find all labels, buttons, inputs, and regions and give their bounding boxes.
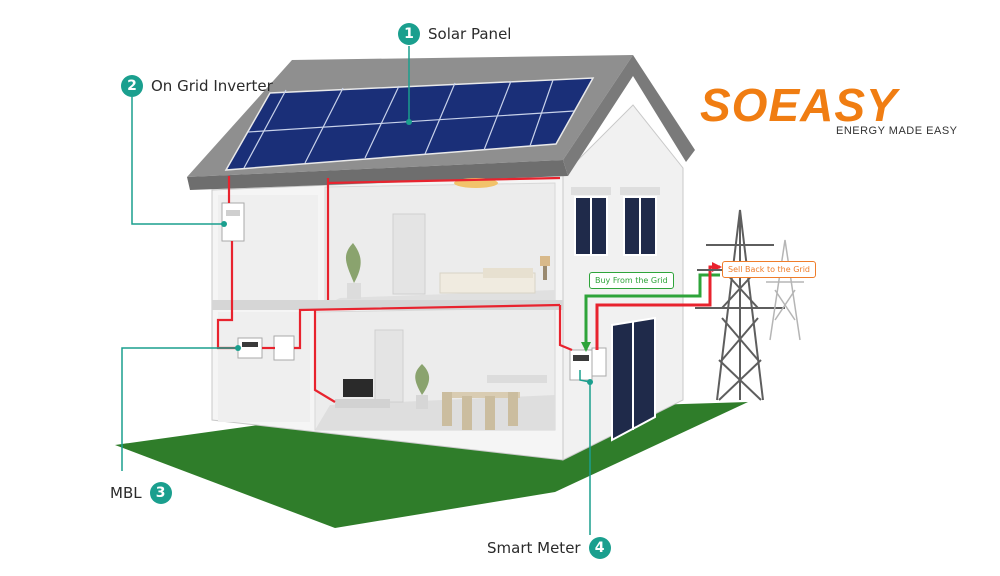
callout-solar-panel: 1 Solar Panel <box>398 23 511 45</box>
mbl-unit <box>237 337 263 359</box>
roof-gable-edge <box>563 55 695 176</box>
buy-from-grid-label: Buy From the Grid <box>589 272 674 289</box>
dining-table <box>450 392 520 398</box>
plant-lower <box>415 364 430 395</box>
transmission-tower-small <box>766 239 804 341</box>
kitchen-counter <box>487 375 547 383</box>
plant-upper <box>345 243 361 283</box>
meter-box <box>591 347 607 377</box>
breaker-box <box>273 335 295 361</box>
side-windows <box>574 196 657 256</box>
callout-smart-meter: Smart Meter 4 <box>487 537 611 559</box>
logo-tagline: ENERGY MADE EASY <box>836 125 958 137</box>
callout-number: 1 <box>398 23 420 45</box>
callout-number: 2 <box>121 75 143 97</box>
callout-label: On Grid Inverter <box>151 77 273 95</box>
callout-leaders <box>121 46 591 535</box>
upper-door <box>392 213 426 295</box>
callout-number: 4 <box>588 537 611 559</box>
tv-stand <box>335 399 390 408</box>
roof-eave <box>187 160 568 190</box>
callout-label: Smart Meter <box>487 539 581 557</box>
lower-door <box>374 329 404 403</box>
buy-from-grid-line <box>584 273 720 350</box>
television <box>343 379 373 397</box>
callout-label: MBL <box>110 484 142 502</box>
callout-inverter: 2 On Grid Inverter <box>121 75 273 97</box>
callout-mbl: MBL 3 <box>110 482 172 504</box>
floor-slab <box>212 300 563 310</box>
brand-logo: SOEASY ENERGY MADE EASY <box>700 79 957 137</box>
callout-number: 3 <box>149 482 172 504</box>
transmission-tower-large <box>695 209 785 401</box>
logo-wordmark: SOEASY <box>700 79 898 131</box>
left-lower-wall <box>218 312 310 422</box>
sell-to-grid-label: Sell Back to the Grid <box>722 261 816 278</box>
callout-label: Solar Panel <box>428 25 512 43</box>
smart-meter-unit <box>569 349 593 381</box>
